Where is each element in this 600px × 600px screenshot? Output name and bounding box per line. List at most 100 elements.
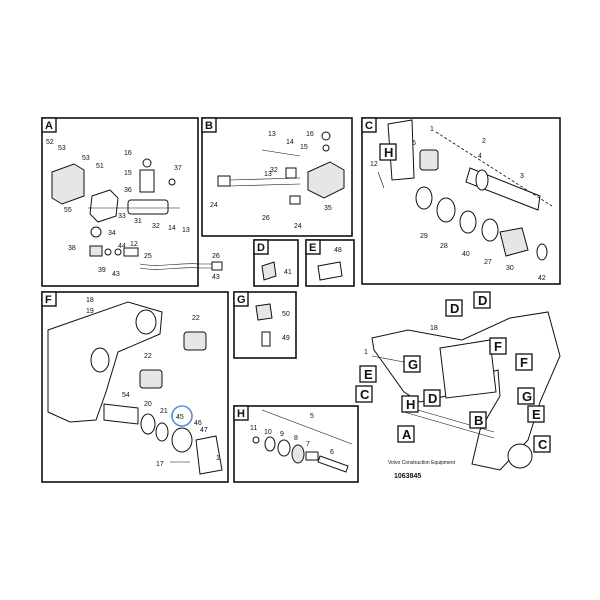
callout-d-top2 bbox=[473, 291, 491, 309]
fitting-41 bbox=[261, 261, 277, 281]
panel-d-tag-box bbox=[253, 239, 269, 255]
num-28: 28 bbox=[440, 243, 448, 250]
num-17: 17 bbox=[156, 461, 164, 468]
num-49: 49 bbox=[282, 335, 290, 342]
panel-g: G 50 49 bbox=[233, 291, 297, 359]
panel-h-tag-box bbox=[233, 405, 249, 421]
panel-c-label: C bbox=[365, 120, 373, 132]
num-32: 32 bbox=[152, 223, 160, 230]
num-1: 1 bbox=[430, 126, 434, 133]
callout-a bbox=[397, 425, 415, 443]
panel-f: F 18 19 22 22 54 20 21 45 46 47 1 17 bbox=[41, 291, 229, 483]
part-7 bbox=[305, 451, 319, 461]
plug-16 bbox=[321, 131, 331, 141]
bracket-1 bbox=[195, 435, 223, 475]
ring-28 bbox=[436, 197, 456, 223]
num-9: 9 bbox=[280, 431, 284, 438]
num-19: 19 bbox=[86, 308, 94, 315]
num-38: 38 bbox=[68, 245, 76, 252]
bore-lower bbox=[90, 347, 110, 373]
num-4: 4 bbox=[478, 153, 482, 160]
num-39: 39 bbox=[98, 267, 106, 274]
valve-block-55 bbox=[51, 163, 85, 205]
bushing-5 bbox=[419, 149, 439, 171]
num-12: 12 bbox=[130, 241, 138, 248]
seal-4 bbox=[475, 169, 489, 191]
valve-33 bbox=[89, 189, 119, 223]
num-44: 44 bbox=[118, 243, 126, 250]
callout-h-label: H bbox=[406, 397, 415, 412]
panel-a: A 52 53 53 51 16 15 36 37 55 33 31 32 14… bbox=[41, 117, 223, 287]
panel-g-label: G bbox=[237, 294, 246, 306]
footer-id: 1063845 bbox=[394, 473, 421, 480]
plug-48 bbox=[317, 261, 343, 281]
num-45: 45 bbox=[176, 414, 184, 421]
dash-guide bbox=[435, 131, 553, 207]
panel-g-tag-box bbox=[233, 291, 249, 307]
washer-43 bbox=[114, 248, 122, 256]
fitting-24b bbox=[289, 195, 301, 205]
lift-arm bbox=[439, 339, 497, 399]
num-48: 48 bbox=[334, 247, 342, 254]
callout-c-2-label: C bbox=[538, 437, 548, 452]
bearing-45 bbox=[171, 427, 193, 453]
num-20: 20 bbox=[144, 401, 152, 408]
nipple-49 bbox=[261, 331, 271, 347]
num-54: 54 bbox=[122, 392, 130, 399]
callout-g-1-label: G bbox=[408, 357, 418, 372]
leader-1 bbox=[371, 355, 405, 363]
panel-e-frame bbox=[305, 239, 355, 287]
num-15: 15 bbox=[300, 144, 308, 151]
part-10 bbox=[264, 436, 276, 452]
fitting-26 bbox=[211, 261, 223, 271]
num-27: 27 bbox=[484, 259, 492, 266]
callout-c-1-label: C bbox=[360, 387, 370, 402]
ring-42 bbox=[536, 243, 548, 261]
nut-44 bbox=[123, 247, 139, 257]
block-35 bbox=[307, 161, 345, 199]
num-29: 29 bbox=[420, 233, 428, 240]
pin-54 bbox=[103, 403, 139, 425]
part-8 bbox=[291, 444, 305, 464]
num-14: 14 bbox=[168, 225, 176, 232]
elbow-34 bbox=[90, 226, 102, 238]
callout-f-2 bbox=[515, 353, 533, 371]
panel-b-label: B bbox=[205, 120, 213, 132]
num-22: 22 bbox=[192, 315, 200, 322]
num-43: 43 bbox=[112, 271, 120, 278]
ring-21 bbox=[155, 422, 169, 442]
num-34: 34 bbox=[108, 230, 116, 237]
bolt-12 bbox=[377, 171, 385, 189]
overview: 1 18 D D F F G G C C E E B A H D Volvo C… bbox=[355, 291, 561, 480]
callout-h bbox=[401, 395, 419, 413]
num-6: 6 bbox=[330, 449, 334, 456]
fitting-24 bbox=[217, 175, 231, 187]
panel-h-frame bbox=[233, 405, 359, 483]
callout-c-2 bbox=[533, 435, 551, 453]
num-16: 16 bbox=[124, 150, 132, 157]
panel-c-frame bbox=[361, 117, 561, 285]
fitting-38 bbox=[89, 245, 103, 257]
callout-g-2-label: G bbox=[522, 389, 532, 404]
panel-a-label: A bbox=[45, 120, 53, 132]
panel-b-frame bbox=[201, 117, 353, 237]
num-26: 26 bbox=[212, 253, 220, 260]
panel-a-tag-box bbox=[41, 117, 57, 133]
panel-e-tag-box bbox=[305, 239, 321, 255]
callout-e-1 bbox=[359, 365, 377, 383]
oring-39 bbox=[104, 248, 112, 256]
num-24b: 24 bbox=[294, 223, 302, 230]
pipe-26-b bbox=[229, 183, 301, 187]
hose-25-b bbox=[139, 267, 214, 270]
link-rod-b bbox=[403, 411, 495, 439]
num-43b: 43 bbox=[212, 274, 220, 281]
fitting-32 bbox=[127, 199, 169, 215]
num-55: 55 bbox=[64, 207, 72, 214]
callout-b bbox=[469, 411, 487, 429]
callout-a-label: A bbox=[402, 427, 412, 442]
num-53: 53 bbox=[58, 145, 66, 152]
num-11: 11 bbox=[250, 425, 257, 432]
panel-h: H 5 11 10 9 8 7 6 bbox=[233, 405, 359, 483]
num-7: 7 bbox=[306, 441, 310, 448]
num-40: 40 bbox=[462, 251, 470, 258]
